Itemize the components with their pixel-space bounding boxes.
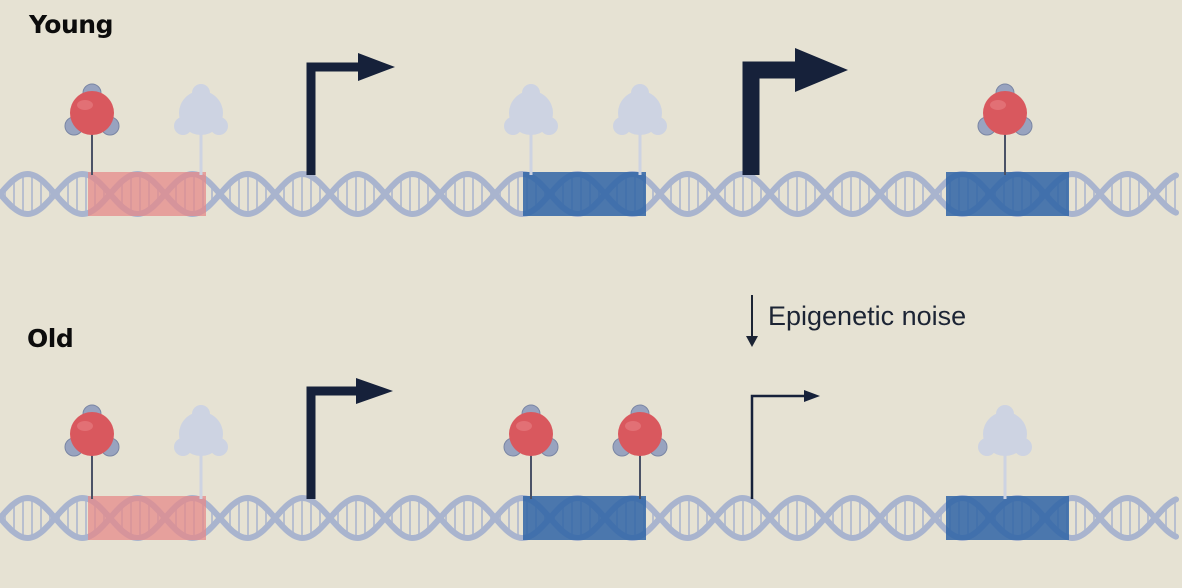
methyl-ghost-icon — [978, 405, 1032, 499]
methyl-ghost-icon — [613, 84, 667, 175]
down-arrow-icon — [746, 295, 758, 347]
old-row — [0, 378, 1179, 542]
methyl-ghost-icon — [504, 84, 558, 175]
transcription-arrow-icon — [306, 53, 395, 175]
methyl-group-icon — [503, 404, 559, 499]
transcription-arrow-weak-icon — [750, 390, 820, 499]
transcription-arrow-icon — [306, 378, 393, 499]
gene-box-blue — [523, 172, 646, 216]
transcription-arrow-strong-icon — [742, 48, 848, 175]
methyl-group-icon — [977, 83, 1033, 175]
methyl-group-icon — [64, 404, 120, 499]
methyl-group-icon — [64, 83, 120, 175]
young-row — [0, 48, 1179, 218]
methyl-ghost-icon — [174, 84, 228, 175]
methyl-group-icon — [612, 404, 668, 499]
gene-box-red — [88, 172, 206, 216]
gene-box-red — [88, 496, 206, 540]
gene-box-blue — [946, 496, 1069, 540]
gene-box-blue — [523, 496, 646, 540]
old-label: Old — [27, 324, 74, 353]
epigenetic-noise-label: Epigenetic noise — [768, 301, 967, 331]
methyl-ghost-icon — [174, 405, 228, 499]
young-label: Young — [29, 10, 113, 39]
gene-box-blue — [946, 172, 1069, 216]
